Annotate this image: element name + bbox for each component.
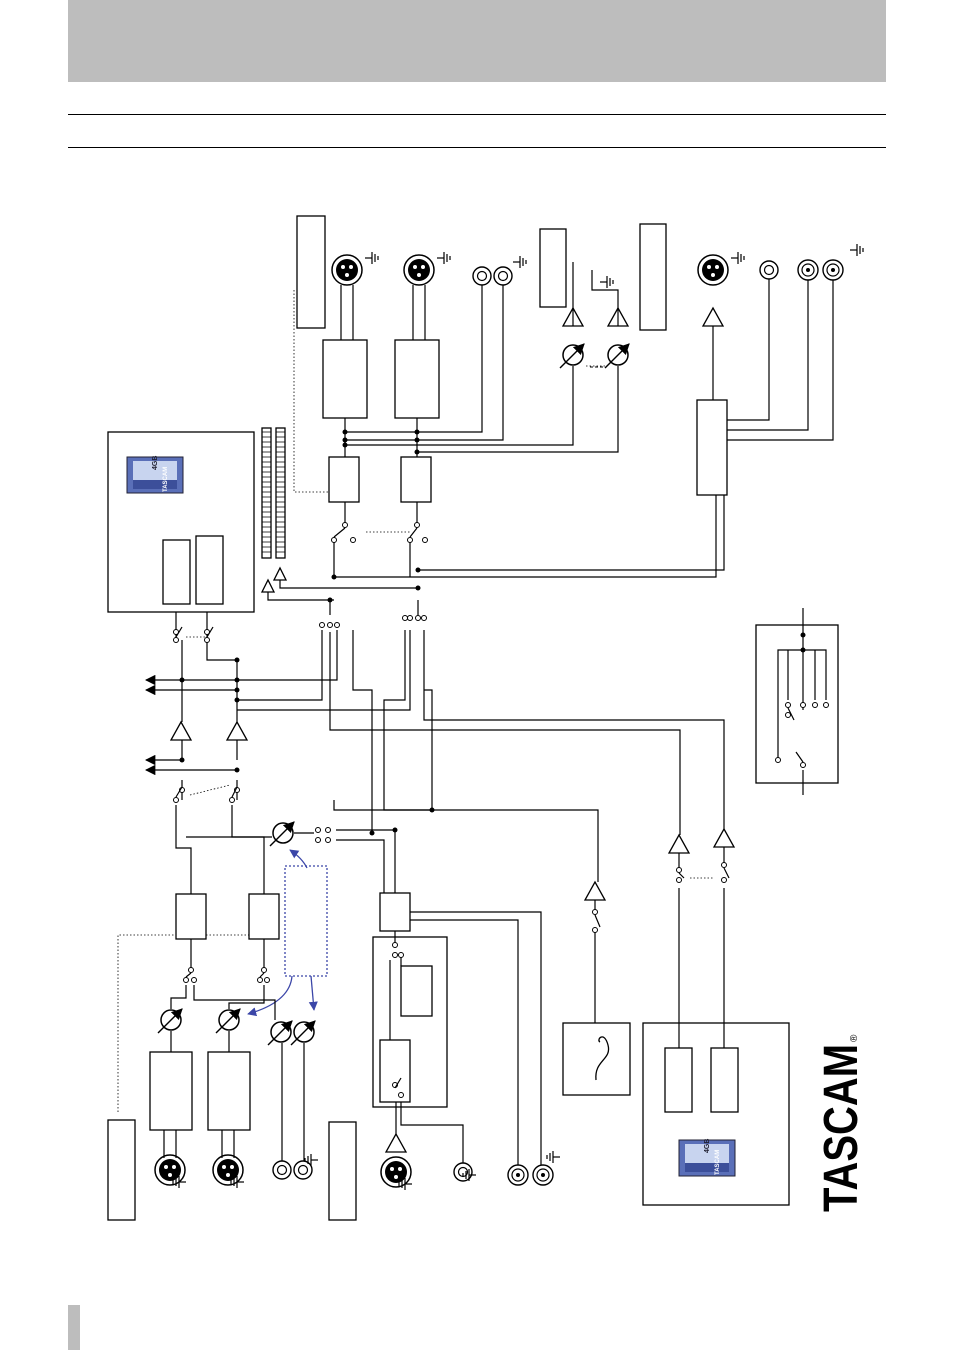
cf-card-label: TASCAM [715, 1150, 721, 1175]
output-converter-1 [328, 456, 360, 503]
junction-dot [179, 429, 806, 836]
output-label-box-1 [296, 215, 326, 329]
xlr-connector-icon [697, 254, 729, 286]
rca-connector-icon [472, 266, 492, 286]
page-tab [68, 1305, 80, 1350]
xlr-connector-icon [331, 254, 363, 286]
xlr-connector-icon [380, 1156, 412, 1188]
sine-wave-icon [595, 1036, 610, 1081]
bus-arrow [144, 674, 238, 776]
recorder-bottom-block-2 [710, 1047, 739, 1113]
digital-output-block [696, 399, 728, 496]
input-converter-2 [248, 893, 280, 940]
meter-segments [262, 431, 285, 553]
switch-icon [173, 522, 829, 1098]
control-arrow [247, 849, 318, 1017]
rca-connector-icon [759, 260, 779, 280]
recorder-top-frame [107, 431, 255, 613]
bnc-connector-icon [507, 1164, 529, 1186]
header-rule-bottom [68, 147, 886, 148]
input-preamp-1 [149, 1051, 193, 1131]
cf-card-capacity: 4GB [152, 456, 159, 470]
registered-mark: ® [849, 1034, 860, 1042]
rca-connector-icon [493, 266, 513, 286]
link-dotted [117, 290, 714, 1112]
input-preamp-2 [207, 1051, 251, 1131]
rca-connector-icon [293, 1160, 313, 1180]
bnc-connector-icon [532, 1164, 554, 1186]
tone-oscillator-box [562, 1022, 631, 1096]
xlr-connector-icon [212, 1154, 244, 1186]
rca-connector-icon [272, 1160, 292, 1180]
input-converter-1 [175, 893, 207, 940]
volume-knob-icon [158, 344, 629, 1045]
digital-input-frame [372, 936, 448, 1108]
level-meter-2 [275, 427, 286, 559]
input-label-box-2 [328, 1121, 357, 1221]
output-driver-2 [394, 339, 440, 419]
header-band [68, 0, 886, 82]
bnc-connector-icon [797, 259, 819, 281]
header-rule-top [68, 114, 886, 115]
input-label-box-1 [107, 1119, 136, 1221]
switch-blade [175, 527, 804, 1089]
cf-card-label: TASCAM [163, 467, 169, 492]
level-meter-1 [261, 427, 272, 559]
recorder-bottom-block-1 [664, 1047, 693, 1113]
cf-card-capacity: 4GB [704, 1139, 711, 1153]
output-driver-1 [322, 339, 368, 419]
control-link-box [284, 865, 328, 977]
recorder-top-block-1 [162, 539, 191, 605]
recorder-bottom-frame [642, 1022, 790, 1206]
recorder-top-block-2 [195, 535, 224, 605]
output-label-box-3 [639, 223, 667, 331]
switch-matrix-box [755, 624, 839, 784]
signal-wiring [163, 262, 834, 1165]
output-label-box-2 [539, 228, 567, 308]
digital-input-block [379, 892, 411, 932]
output-converter-2 [400, 456, 432, 503]
xlr-connector-icon [154, 1154, 186, 1186]
bnc-connector-icon [822, 259, 844, 281]
tascam-logo: TASCAM [815, 1044, 868, 1212]
xlr-connector-icon [403, 254, 435, 286]
digital-input-sub-2 [379, 1039, 411, 1103]
digital-input-sub-1 [400, 965, 433, 1017]
